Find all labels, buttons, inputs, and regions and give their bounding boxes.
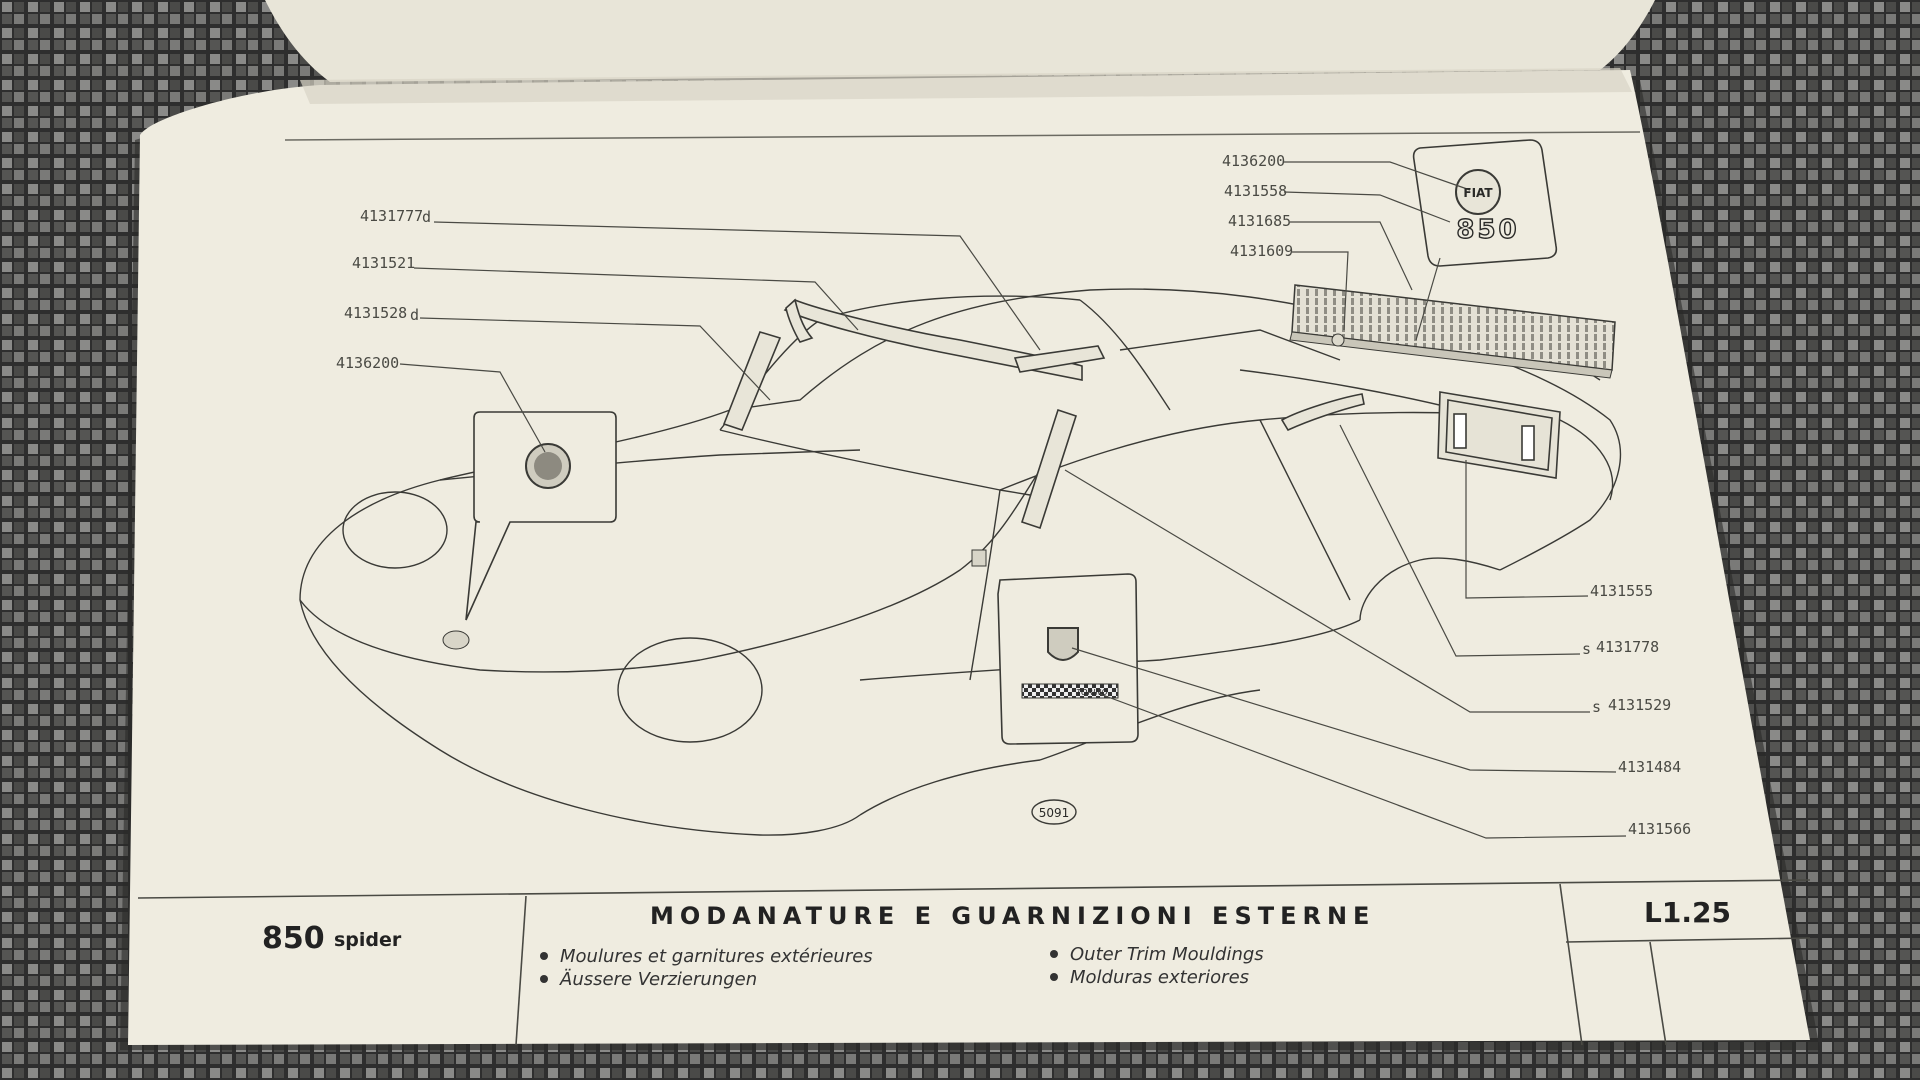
bullet-icon (1050, 973, 1058, 981)
torino-badge (1021, 683, 1119, 699)
rear-fiat-emblem (1455, 169, 1501, 215)
part-labels-right: 4131555 s 4131778 s 4131529 4131484 4131… (1582, 582, 1691, 838)
torino-badge-text: TORINO (1076, 688, 1107, 697)
bullet-icon (540, 952, 548, 960)
part-label-suffix: d (422, 208, 431, 226)
bullet-icon (540, 975, 548, 983)
rear-850-badge: 850 (1456, 215, 1519, 245)
part-label: 4131685 (1228, 212, 1291, 230)
part-labels-left: 4131777 d 4131521 4131528 d 4136200 (336, 207, 431, 372)
part-label: 4131555 (1590, 582, 1653, 600)
figure-number: 5091 (1039, 806, 1070, 820)
leader-lines (399, 161, 1627, 839)
title-block (137, 879, 1811, 1046)
hood-emblem-marker (442, 630, 470, 650)
plate-holder-part (1437, 391, 1561, 479)
part-label: 4131609 (1230, 242, 1293, 260)
part-label: 4136200 (336, 354, 399, 372)
translation-french: Moulures et garnitures extérieures (560, 946, 873, 967)
model-number: 850 (262, 921, 325, 956)
bullet-icon (1050, 950, 1058, 958)
part-label-prefix: s (1582, 640, 1591, 658)
page-top-rule (284, 131, 1641, 141)
section-title: MODANATURE E GUARNIZIONI ESTERNE (650, 902, 1375, 930)
upper-page-fold (265, 0, 1655, 82)
car-diagram (299, 288, 1622, 836)
model-suffix: spider (334, 929, 402, 951)
front-fiat-emblem-ring (534, 452, 562, 480)
open-book (120, 0, 1820, 1050)
translation-spanish: Molduras exteriores (1070, 967, 1249, 988)
part-label: 4131558 (1224, 182, 1287, 200)
part-label: 4136200 (1222, 152, 1285, 170)
rear-fiat-logo-text: FIAT (1463, 186, 1493, 200)
translation-german: Äussere Verzierungen (559, 969, 757, 990)
part-label: 4131484 (1618, 758, 1681, 776)
side-shield-badge (1047, 627, 1079, 661)
translation-english: Outer Trim Mouldings (1070, 944, 1264, 965)
part-label-suffix: d (410, 306, 419, 324)
page-fold-shadow (300, 68, 1632, 104)
part-label: 4131528 (344, 304, 407, 322)
part-label: 4131778 (1596, 638, 1659, 656)
part-label: 4131777 (360, 207, 423, 225)
part-label: 4131529 (1608, 696, 1671, 714)
part-label-prefix: s (1592, 698, 1601, 716)
figure-number-oval (1031, 799, 1077, 825)
part-labels-top-right: 4136200 4131558 4131685 4131609 (1222, 152, 1293, 260)
part-label: 4131566 (1628, 820, 1691, 838)
side-badge-marker (971, 549, 987, 567)
section-code: L1.25 (1644, 896, 1731, 929)
callout-front-badge (465, 411, 617, 621)
part-label: 4131521 (352, 254, 415, 272)
rear-grille-part (1289, 284, 1616, 379)
